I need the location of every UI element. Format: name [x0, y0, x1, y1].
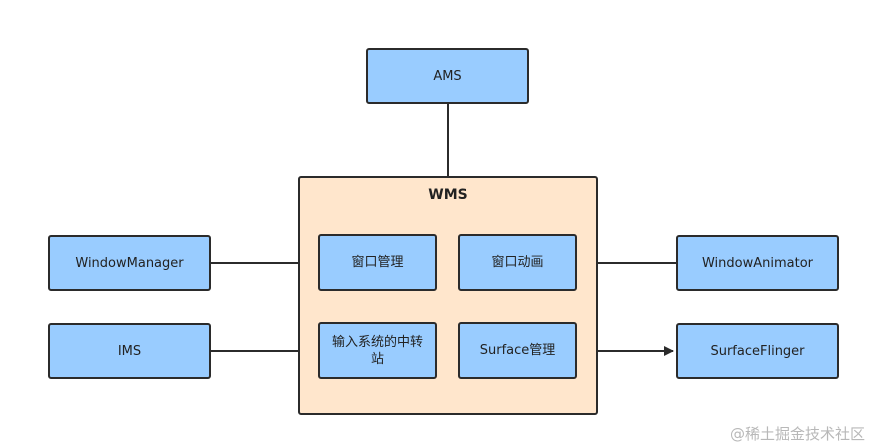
input-relay-node: 输入系统的中转站 [318, 322, 437, 379]
surfaceflinger-node: SurfaceFlinger [676, 323, 839, 379]
window-management-node: 窗口管理 [318, 234, 437, 291]
window-management-label: 窗口管理 [351, 255, 404, 270]
windowmanager-label: WindowManager [75, 255, 184, 271]
watermark: @稀土掘金技术社区 [729, 425, 865, 443]
windowanimator-label: WindowAnimator [701, 255, 814, 271]
ims-label: IMS [117, 343, 142, 359]
wms-title: WMS [428, 187, 468, 203]
surface-management-node: Surface管理 [458, 322, 577, 379]
window-animation-label: 窗口动画 [491, 255, 544, 270]
wms-container: WMS [298, 176, 598, 415]
window-animation-node: 窗口动画 [458, 234, 577, 291]
ims-node: IMS [48, 323, 211, 379]
ams-label: AMS [433, 68, 462, 84]
windowanimator-node: WindowAnimator [676, 235, 839, 291]
surfaceflinger-label: SurfaceFlinger [710, 343, 805, 359]
input-relay-label: 输入系统的中转站 [331, 334, 423, 367]
windowmanager-node: WindowManager [48, 235, 211, 291]
ams-node: AMS [366, 48, 529, 104]
surface-management-label: Surface管理 [479, 343, 556, 358]
